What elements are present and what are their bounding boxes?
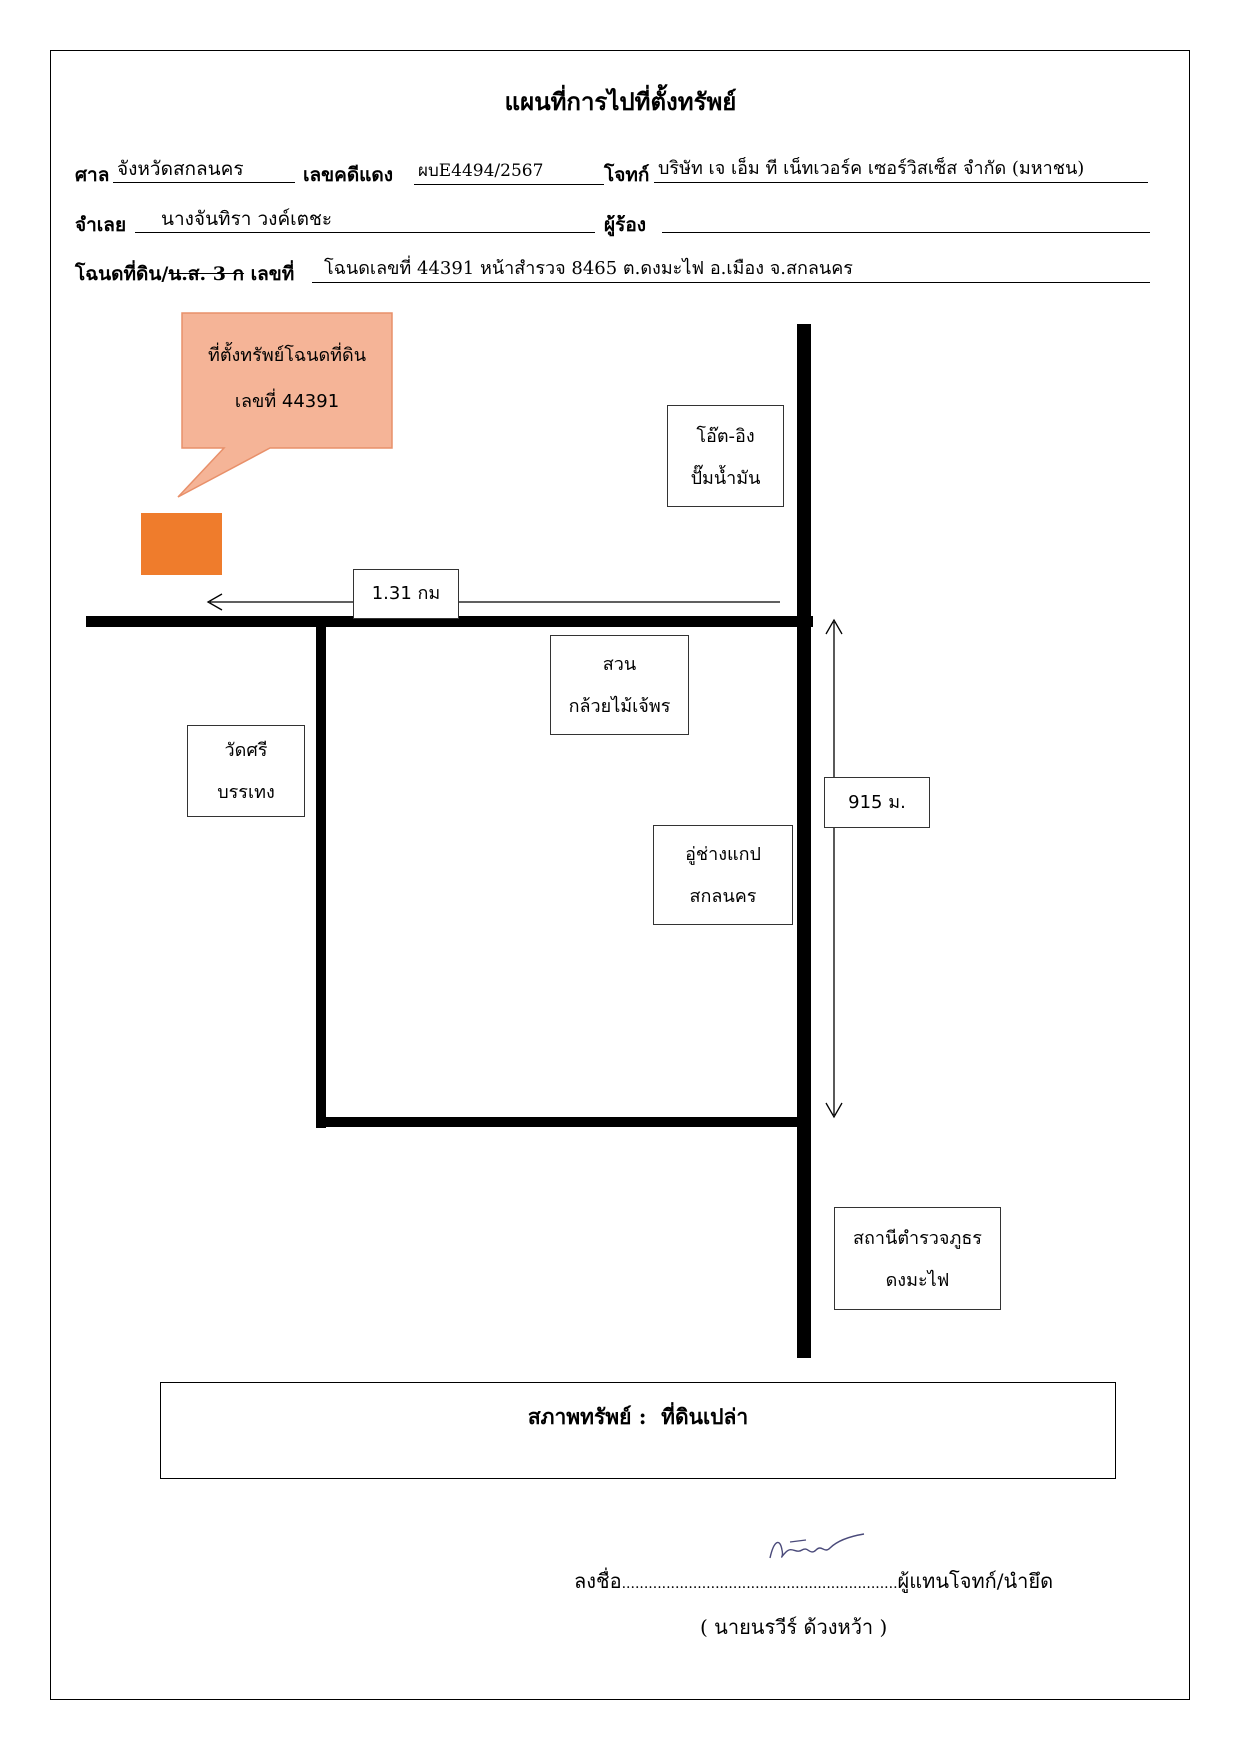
left-arrowhead-icon [206, 593, 223, 611]
defendant-label: จำเลย [75, 214, 127, 236]
document-frame [50, 50, 1190, 1700]
case-value: ผบE4494/2567 [414, 159, 604, 185]
property-status-box: สภาพทรัพย์ : ที่ดินเปล่า [160, 1382, 1116, 1479]
deed-label-struck: น.ส. 3 ก [168, 263, 245, 285]
page-title: แผนที่การไปที่ตั้งทรัพย์ [504, 87, 737, 116]
header-row-1: ศาล [75, 160, 109, 190]
down-arrowhead-icon [825, 1102, 843, 1119]
landmark-orchid-garden: สวน กล้วยไม้เจ้พร [550, 635, 689, 735]
landmark-garage: อู่ช่างแกป สกลนคร [653, 825, 793, 925]
sign-dots: ........................................… [621, 1576, 898, 1592]
landmark-police-station: สถานีตำรวจภูธร ดงมะไฟ [834, 1207, 1001, 1310]
vertical-distance-label: 915 ม. [824, 777, 930, 828]
main-road-horizontal [86, 616, 813, 627]
defendant-value: นางจันทิรา วงค์เตชะ [135, 207, 595, 233]
petitioner-label: ผู้ร้อง [604, 214, 647, 236]
signature-line: ลงชื่อ..................................… [574, 1565, 1053, 1597]
side-road-horizontal [316, 1117, 806, 1127]
plaintiff-value: บริษัท เจ เอ็ม ที เน็ทเวอร์ค เซอร์วิสเซ็… [654, 157, 1148, 183]
handwritten-signature [769, 1533, 865, 1559]
up-arrowhead-icon [825, 618, 843, 635]
status-value: ที่ดินเปล่า [661, 1404, 749, 1429]
plaintiff-label: โจทก์ [604, 164, 650, 186]
deed-value: โฉนดเลขที่ 44391 หน้าสำรวจ 8465 ต.ดงมะไฟ… [312, 257, 1150, 283]
petitioner-value [662, 207, 1150, 233]
side-road-vertical [316, 624, 326, 1128]
property-callout [177, 312, 393, 498]
court-label: ศาล [75, 164, 110, 186]
property-marker [141, 513, 222, 575]
landmark-temple: วัดศรี บรรเทง [187, 725, 305, 817]
signer-name: ( นายนรวีร์ ด้วงหว้า ) [700, 1615, 888, 1639]
status-label: สภาพทรัพย์ : [527, 1404, 647, 1429]
case-label: เลขคดีแดง [303, 164, 394, 186]
signer-role: ผู้แทนโจทก์/นำยึด [897, 1569, 1054, 1593]
landmark-gas-station: โอ๊ต-อิง ปั๊มน้ำมัน [667, 405, 784, 507]
court-value: จังหวัดสกลนคร [113, 157, 295, 183]
main-road-vertical [797, 324, 811, 1358]
callout-text: ที่ตั้งทรัพย์โฉนดที่ดิน เลขที่ 44391 [207, 345, 367, 412]
sign-label: ลงชื่อ [574, 1569, 622, 1593]
horizontal-distance-label: 1.31 กม [353, 569, 459, 619]
deed-label: โฉนดที่ดิน/น.ส. 3 ก เลขที่ [75, 263, 295, 285]
